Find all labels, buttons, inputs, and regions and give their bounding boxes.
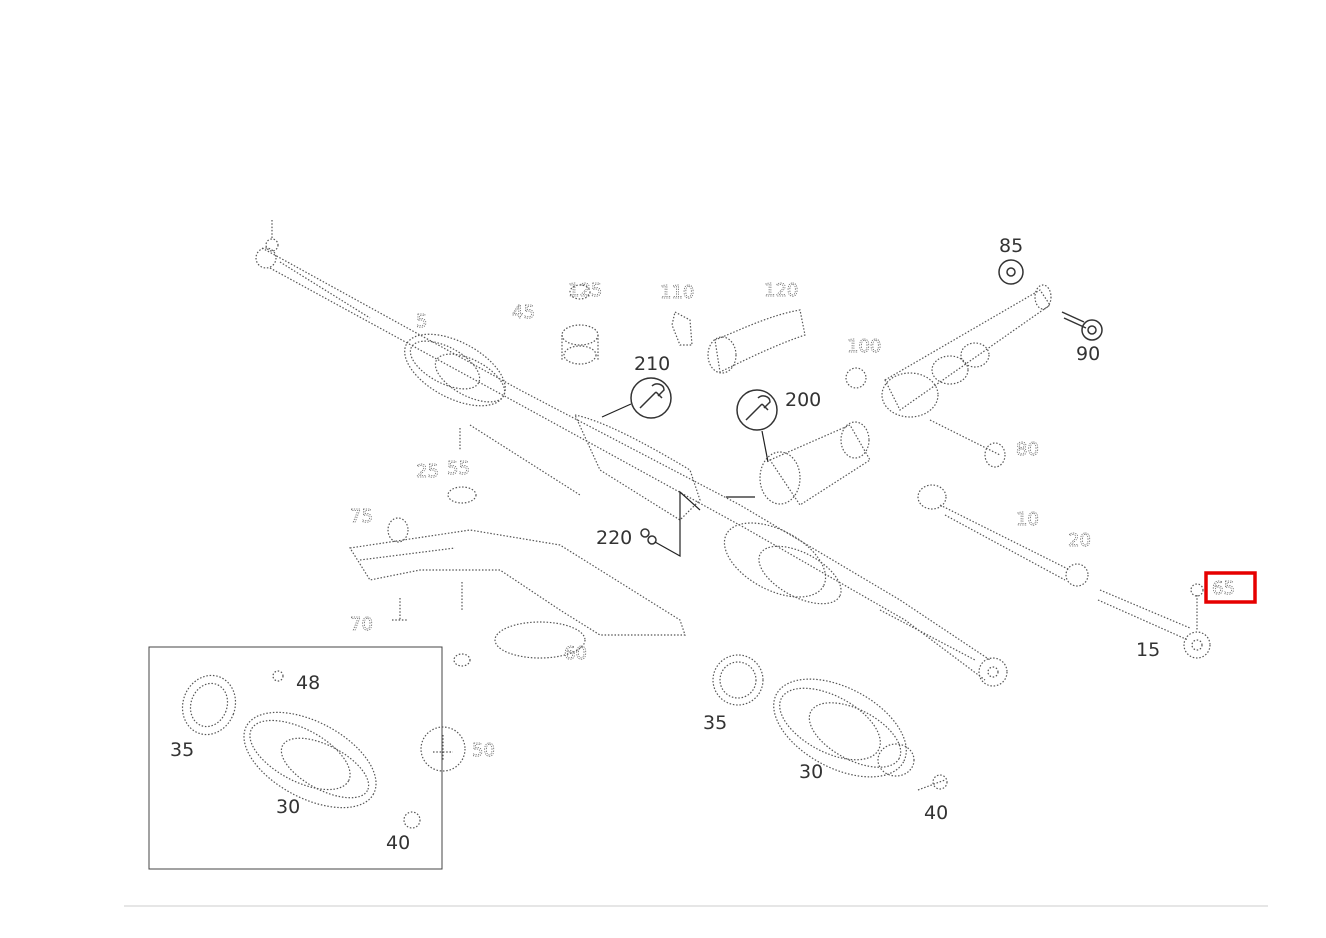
callout-25[interactable]: 25 [416,461,440,483]
callout-70[interactable]: 70 [350,614,374,636]
inset-frame [148,646,443,870]
callout-65[interactable]: 65 [1212,578,1236,600]
callout-200[interactable]: 200 [785,389,821,411]
callout-35-inset[interactable]: 35 [170,739,194,761]
callout-55[interactable]: 55 [447,458,471,480]
callout-90[interactable]: 90 [1076,343,1100,365]
part-220-leader [640,490,755,558]
pinion-valve-group[interactable] [561,284,867,389]
right-tie-rod[interactable] [917,484,1211,659]
steering-rack-housing[interactable] [261,247,991,681]
callout-80[interactable]: 80 [1016,439,1040,461]
callout-10[interactable]: 10 [1016,509,1040,531]
bellows-assembly-main[interactable] [712,654,948,797]
callout-45[interactable]: 45 [512,302,536,324]
callout-35-main[interactable]: 35 [703,712,727,734]
mounting-bracket[interactable] [349,486,686,667]
callout-75[interactable]: 75 [350,506,374,528]
callout-60[interactable]: 60 [564,643,588,665]
rack-right-end[interactable] [879,609,1008,687]
wrench-icon[interactable] [736,389,778,463]
control-valve-body[interactable] [759,421,871,506]
callout-40-main[interactable]: 40 [924,802,948,824]
callout-50[interactable]: 50 [472,740,496,762]
callout-48[interactable]: 48 [296,672,320,694]
callout-220[interactable]: 220 [596,527,632,549]
callout-210[interactable]: 210 [634,353,670,375]
left-bellows[interactable] [393,319,516,420]
callout-20[interactable]: 20 [1068,530,1092,552]
callout-120[interactable]: 120 [764,280,799,302]
callout-5[interactable]: 5 [416,311,428,333]
callout-110[interactable]: 110 [660,282,695,304]
bolt-90[interactable] [1061,311,1103,341]
left-tie-rod-end[interactable] [255,220,371,319]
wrench-icon[interactable] [601,377,672,419]
selected-part-highlight [1204,571,1257,604]
washer-85[interactable] [998,259,1024,285]
bellows-assembly-inset[interactable] [174,668,466,829]
callout-85[interactable]: 85 [999,235,1023,257]
callout-30-main[interactable]: 30 [799,761,823,783]
upper-right-shaft[interactable] [881,284,1052,468]
callout-100[interactable]: 100 [847,336,882,358]
callout-40-inset[interactable]: 40 [386,832,410,854]
callout-30-inset[interactable]: 30 [276,796,300,818]
callout-15[interactable]: 15 [1136,639,1160,661]
callout-125[interactable]: 125 [568,280,603,302]
